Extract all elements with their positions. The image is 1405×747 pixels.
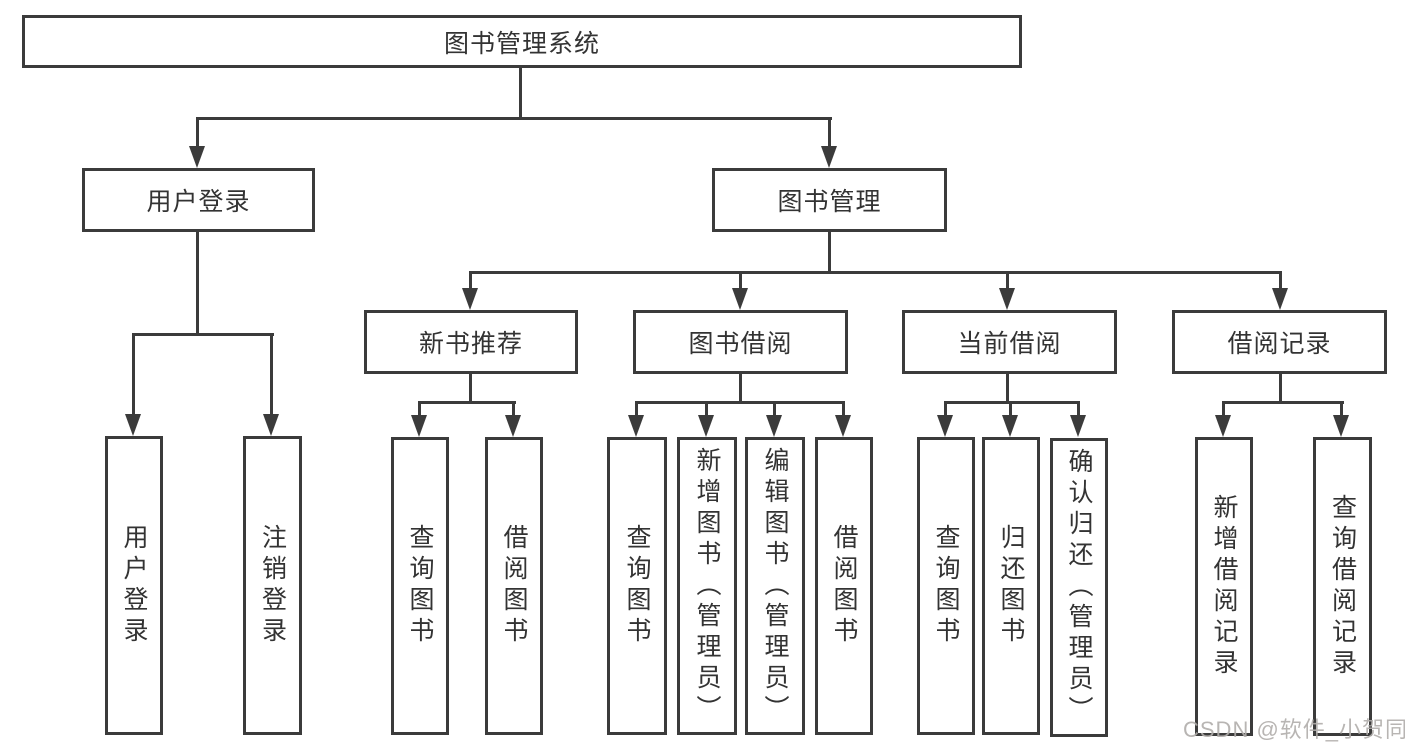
leaf-records-add-label: 新增借阅记录 — [1210, 493, 1238, 680]
connector-new-books-rail — [419, 401, 516, 404]
connector-shaft-user-login — [196, 117, 199, 148]
connector-shaft-leaf — [944, 401, 947, 416]
leaf-records-add: 新增借阅记录 — [1195, 437, 1253, 736]
connector-shaft-leaf — [773, 401, 776, 416]
leaf-logout: 注销登录 — [243, 436, 302, 735]
leaf-borrow-query: 查询图书 — [607, 437, 667, 735]
connector-shaft-leaf — [1222, 401, 1225, 416]
arrow-down-icon — [1215, 415, 1231, 437]
arrow-down-icon — [1272, 288, 1288, 310]
node-current-borrow-label: 当前借阅 — [957, 330, 1062, 358]
connector-book-borrow-trunk — [739, 374, 742, 404]
leaf-borrow-borrow-book-label: 借阅图书 — [830, 524, 858, 648]
leaf-current-confirm-return-admin-label: 确认归还（管理员） — [1065, 448, 1093, 727]
connector-shaft-leaf — [512, 401, 515, 416]
arrow-down-icon — [189, 146, 205, 168]
connector-new-books-trunk — [469, 374, 472, 404]
arrow-down-icon — [732, 288, 748, 310]
connector-current-borrow-rail — [945, 401, 1080, 404]
leaf-borrow-add-book-admin: 新增图书（管理员） — [677, 437, 737, 735]
leaf-user-login: 用户登录 — [105, 436, 163, 735]
connector-book-borrow-rail — [636, 401, 845, 404]
arrow-down-icon — [411, 415, 427, 437]
arrow-down-icon — [835, 415, 851, 437]
arrow-down-icon — [698, 415, 714, 437]
connector-book-management-trunk — [828, 232, 831, 274]
leaf-records-query-label: 查询借阅记录 — [1328, 493, 1357, 680]
arrow-down-icon — [1333, 415, 1349, 437]
leaf-newbooks-query: 查询图书 — [391, 437, 449, 735]
connector-shaft-new-books — [469, 271, 472, 289]
connector-shaft-leaf — [705, 401, 708, 416]
leaf-current-return-label: 归还图书 — [997, 524, 1025, 648]
connector-shaft-leaf — [842, 401, 845, 416]
node-book-management-label: 图书管理 — [777, 188, 882, 216]
arrow-down-icon — [1002, 415, 1018, 437]
leaf-borrow-add-book-admin-label: 新增图书（管理员） — [693, 446, 721, 726]
connector-root-rail — [197, 117, 832, 120]
connector-current-borrow-trunk — [1006, 374, 1009, 404]
connector-user-login-rail — [133, 333, 274, 336]
node-borrow-records: 借阅记录 — [1172, 310, 1387, 374]
leaf-newbooks-query-label: 查询图书 — [406, 524, 434, 648]
connector-shaft-leaf — [1009, 401, 1012, 416]
connector-user-login-trunk — [196, 232, 199, 336]
arrow-down-icon — [766, 415, 782, 437]
leaf-records-query: 查询借阅记录 — [1313, 437, 1372, 736]
connector-shaft-leaf — [635, 401, 638, 416]
leaf-current-return: 归还图书 — [982, 437, 1040, 735]
connector-shaft-leaf — [132, 333, 135, 416]
connector-borrow-records-rail — [1223, 401, 1344, 404]
leaf-newbooks-borrow-label: 借阅图书 — [500, 524, 528, 648]
leaf-borrow-borrow-book: 借阅图书 — [815, 437, 873, 735]
leaf-borrow-query-label: 查询图书 — [623, 524, 651, 648]
arrow-down-icon — [821, 146, 837, 168]
arrow-down-icon — [1070, 415, 1086, 437]
arrow-down-icon — [999, 288, 1015, 310]
arrow-down-icon — [125, 414, 141, 436]
arrow-down-icon — [937, 415, 953, 437]
node-book-management: 图书管理 — [712, 168, 947, 232]
node-user-login-label: 用户登录 — [146, 188, 251, 216]
connector-shaft-book-management — [828, 117, 831, 148]
node-library-system: 图书管理系统 — [22, 15, 1022, 68]
leaf-borrow-edit-book-admin-label: 编辑图书（管理员） — [761, 446, 789, 726]
node-borrow-records-label: 借阅记录 — [1227, 330, 1332, 358]
connector-shaft-current-borrow — [1006, 271, 1009, 289]
arrow-down-icon — [505, 415, 521, 437]
leaf-logout-label: 注销登录 — [258, 523, 287, 648]
leaf-current-confirm-return-admin: 确认归还（管理员） — [1050, 438, 1108, 737]
node-new-book-recommend: 新书推荐 — [364, 310, 578, 374]
node-book-borrow-label: 图书借阅 — [688, 330, 793, 358]
node-library-system-label: 图书管理系统 — [443, 29, 600, 58]
arrow-down-icon — [462, 288, 478, 310]
connector-book-management-rail — [470, 271, 1282, 274]
leaf-user-login-label: 用户登录 — [120, 523, 148, 648]
node-book-borrow: 图书借阅 — [633, 310, 848, 374]
node-current-borrow: 当前借阅 — [902, 310, 1117, 374]
connector-shaft-leaf — [1340, 401, 1343, 416]
node-user-login: 用户登录 — [82, 168, 315, 232]
leaf-borrow-edit-book-admin: 编辑图书（管理员） — [745, 437, 805, 735]
csdn-watermark: CSDN @软件_小贺同学 — [1183, 717, 1405, 742]
connector-shaft-book-borrow — [739, 271, 742, 289]
connector-shaft-leaf — [1077, 401, 1080, 416]
connector-borrow-records-trunk — [1279, 374, 1282, 404]
leaf-newbooks-borrow: 借阅图书 — [485, 437, 543, 735]
connector-root-trunk — [519, 68, 522, 120]
connector-shaft-leaf — [418, 401, 421, 416]
connector-shaft-borrow-records — [1279, 271, 1282, 289]
arrow-down-icon — [628, 415, 644, 437]
leaf-current-query-label: 查询图书 — [932, 524, 960, 648]
connector-shaft-leaf — [270, 333, 273, 416]
node-new-book-recommend-label: 新书推荐 — [418, 330, 523, 358]
arrow-down-icon — [263, 414, 279, 436]
leaf-current-query: 查询图书 — [917, 437, 975, 735]
